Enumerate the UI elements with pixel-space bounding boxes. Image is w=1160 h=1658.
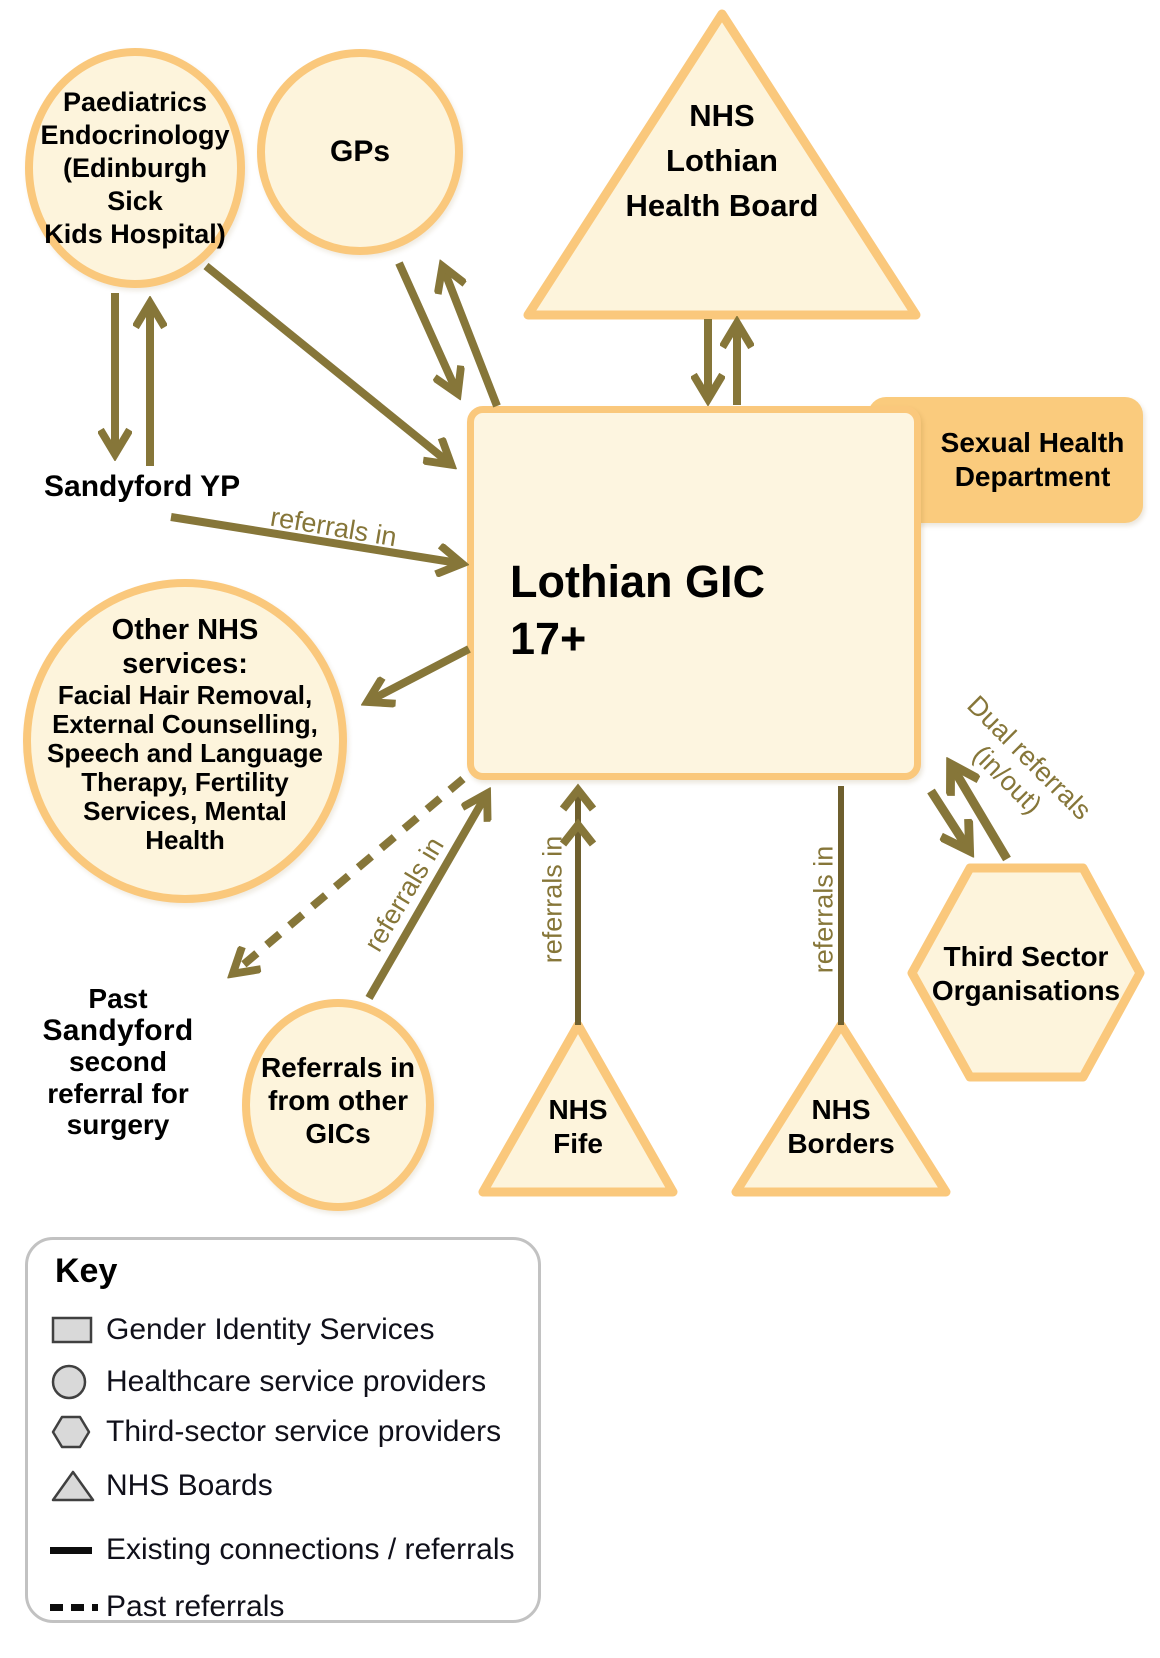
solid-line-icon (50, 1546, 106, 1554)
legend-item-existing-connections: Existing connections / referrals (50, 1528, 520, 1572)
legend-item-healthcare-providers: Healthcare service providers (50, 1360, 520, 1404)
legend-item-gender-identity-services: Gender Identity Services (50, 1308, 520, 1352)
arrow-gic-to-gps (444, 270, 501, 408)
past-sandyford-line: surgery (66, 1109, 170, 1140)
referrals-in-label-sandyford: referrals in (268, 501, 399, 553)
nhs-fife-line: Fife (553, 1128, 603, 1159)
legend-item-label: Third-sector service providers (106, 1415, 502, 1448)
other-nhs-heading: services: (122, 648, 248, 680)
paediatrics-line: Kids Hospital) (44, 218, 226, 249)
nhs-borders-label: NHS Borders (771, 1093, 911, 1161)
other-nhs-heading: Other NHS (111, 614, 259, 646)
dual-referrals-label: Dual referrals (in/out) (922, 673, 1114, 865)
past-sandyford-line: referral for (47, 1077, 189, 1109)
other-gics-line: Referrals in (260, 1051, 416, 1083)
past-sandyford-line: Past (88, 983, 148, 1014)
arrow-gic-to-other-nhs (371, 645, 471, 700)
referrals-in-label-other-gics: referrals in (358, 831, 450, 957)
nhs-borders-line: Borders (787, 1128, 895, 1159)
other-nhs-service: External Counselling, (52, 709, 318, 739)
nhs-lothian-line: Lothian (666, 143, 778, 178)
nhs-borders-line: NHS (811, 1094, 871, 1125)
nhs-lothian-line: Health Board (625, 188, 819, 223)
square-icon (50, 1315, 106, 1345)
nhs-lothian-line: NHS (689, 98, 755, 133)
legend-item-label: NHS Boards (106, 1469, 273, 1502)
triangle-icon (50, 1468, 106, 1504)
nhs-fife-line: NHS (548, 1094, 608, 1125)
past-sandyford-label: Past Sandyford second referral for surge… (8, 983, 228, 1141)
legend-item-label: Healthcare service providers (106, 1365, 487, 1398)
past-sandyford-line: Sandyford (42, 1013, 194, 1047)
gps-node: GPs (257, 49, 463, 255)
referrals-from-other-gics-node: Referrals in from other GICs (242, 999, 434, 1211)
arrow-gps-to-gic (395, 261, 456, 390)
third-sector-label: Third Sector Organisations (921, 940, 1131, 1008)
legend-item-past-referrals: Past referrals (50, 1585, 520, 1629)
gps-label: GPs (329, 135, 391, 168)
circle-icon (50, 1363, 106, 1401)
legend-item-nhs-boards: NHS Boards (50, 1464, 520, 1508)
other-nhs-service: Therapy, Fertility (81, 767, 289, 797)
gic-title-line: 17+ (510, 613, 587, 664)
paediatrics-endocrinology-node: Paediatrics Endocrinology (Edinburgh Sic… (25, 48, 245, 288)
other-nhs-service: Facial Hair Removal, (57, 680, 313, 710)
legend-title: Key (55, 1252, 118, 1290)
third-sector-line: Organisations (931, 975, 1121, 1006)
dashed-line-icon (50, 1603, 106, 1611)
hexagon-icon (50, 1414, 106, 1450)
paediatrics-line: Paediatrics (62, 86, 208, 117)
fife-chevron-1 (559, 783, 597, 812)
other-nhs-service: Services, Mental (83, 796, 287, 826)
other-nhs-service: Speech and Language (47, 738, 323, 768)
legend-item-third-sector-providers: Third-sector service providers (50, 1410, 520, 1454)
paediatrics-line: (Edinburgh Sick (63, 152, 207, 216)
referrals-in-label-fife: referrals in (537, 835, 568, 964)
nhs-fife-label: NHS Fife (508, 1093, 648, 1161)
legend-item-label: Past referrals (106, 1590, 285, 1623)
gic-title-line: Lothian GIC (510, 556, 765, 607)
other-gics-line: GICs (305, 1117, 371, 1149)
sandyford-yp-label: Sandyford YP (44, 470, 241, 503)
third-sector-line: Third Sector (943, 941, 1109, 972)
paediatrics-line: Endocrinology (40, 119, 230, 150)
other-gics-line: from other (268, 1084, 408, 1116)
referrals-in-label-borders: referrals in (808, 845, 839, 974)
legend-item-label: Gender Identity Services (106, 1313, 435, 1346)
nhs-lothian-board-label: NHS Lothian Health Board (528, 93, 916, 228)
past-sandyford-line: second (68, 1046, 168, 1077)
legend-item-label: Existing connections / referrals (106, 1533, 515, 1566)
sexual-health-line: Sexual Health (940, 427, 1125, 458)
other-nhs-services-node: Other NHS services: Facial Hair Removal,… (23, 579, 347, 903)
lothian-gic-node: Lothian GIC 17+ (467, 406, 921, 780)
arrow-gic-to-third-sector (927, 788, 967, 847)
other-nhs-service: Health (145, 825, 225, 855)
arrow-paediatrics-to-gic (203, 262, 448, 462)
sexual-health-line: Department (954, 461, 1111, 492)
legend-box: Key Gender Identity Services Healthcare … (25, 1237, 541, 1623)
